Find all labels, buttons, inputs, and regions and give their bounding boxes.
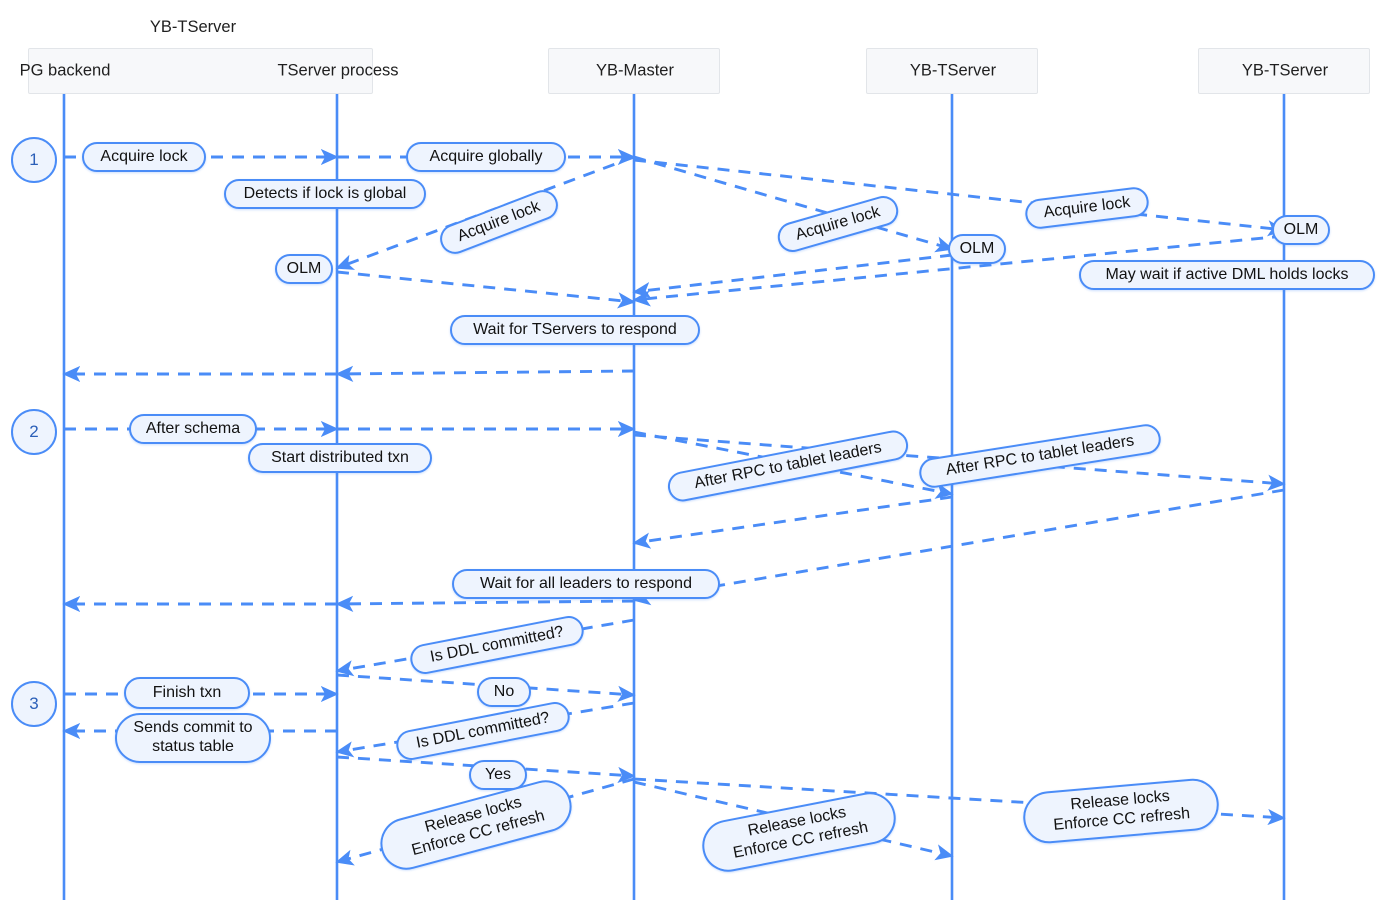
note-n-wait-leaders: Wait for all leaders to respond [452, 569, 720, 599]
note-n-olm-3: OLM [1272, 215, 1330, 245]
step-marker-2: 2 [11, 409, 57, 455]
message-arrow-a4 [633, 155, 954, 253]
note-n-acquire-globally: Acquire globally [406, 142, 566, 172]
message-arrow-a27 [633, 777, 1286, 826]
message-arrow-a8 [632, 234, 1285, 307]
note-n-finish-txn: Finish txn [124, 677, 250, 709]
note-n-olm-2: OLM [948, 234, 1006, 264]
message-arrow-a9 [335, 365, 635, 382]
note-n-no: No [477, 677, 531, 707]
note-n-olm-tserver: OLM [275, 254, 333, 284]
note-n-may-wait: May wait if active DML holds locks [1079, 260, 1375, 290]
lane-yb-master: YB-Master [548, 48, 720, 94]
note-n-after-schema: After schema [129, 414, 257, 444]
note-n-start-dist-txn: Start distributed txn [248, 443, 432, 473]
message-arrow-a16 [632, 488, 1285, 606]
message-arrow-a15 [632, 495, 953, 549]
participant-label-pg-backend: PG backend [19, 61, 111, 80]
note-n-wait-tservers: Wait for TServers to respond [450, 315, 700, 345]
message-arrow-a17 [335, 595, 635, 612]
message-arrow-a7 [632, 253, 953, 299]
lane-pg-tserver: PG backend TServer process [20, 48, 399, 94]
participant-label-yb-tserver-3: YB-TServer [1241, 61, 1329, 80]
note-n-yes: Yes [469, 760, 527, 790]
message-arrow-a6 [336, 270, 636, 309]
participant-label-tserver-process: TServer process [277, 61, 399, 80]
note-n-detects-global: Detects if lock is global [224, 179, 426, 209]
participant-label-yb-tserver-2: YB-TServer [909, 61, 997, 80]
message-arrow-a5 [633, 158, 1286, 237]
participant-label-yb-master: YB-Master [596, 61, 674, 80]
step-marker-3: 3 [11, 681, 57, 727]
note-n-acquire-lock-1: Acquire lock [82, 142, 206, 172]
step-marker-1: 1 [11, 137, 57, 183]
group-title-yb-tserver: YB-TServer [149, 18, 237, 36]
lane-yb-tserver-2: YB-TServer [866, 48, 1038, 94]
note-n-sends-commit: Sends commit to status table [115, 713, 271, 763]
lane-yb-tserver-3: YB-TServer [1198, 48, 1370, 94]
message-arrow-a13 [633, 430, 954, 499]
